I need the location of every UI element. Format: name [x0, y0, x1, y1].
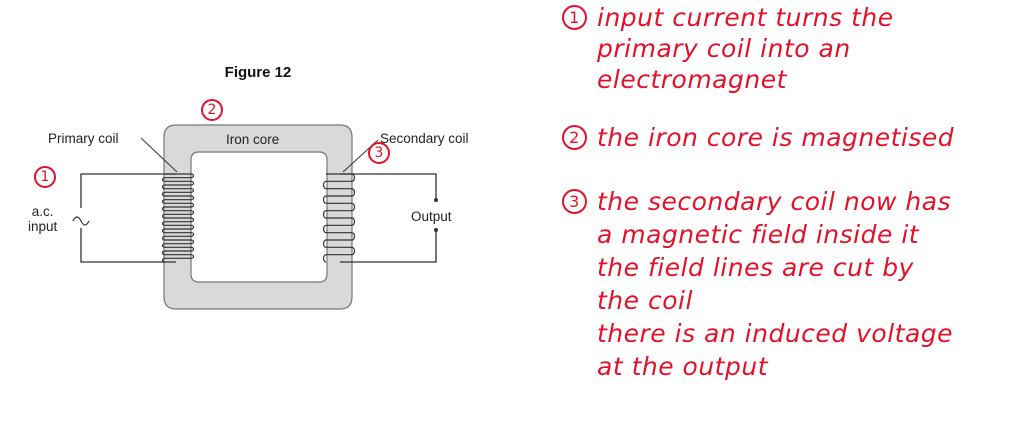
coil-turn	[161, 180, 195, 190]
primary-wire	[80, 173, 176, 263]
coil-turn	[161, 188, 195, 197]
marker-3-number: 3	[368, 142, 390, 164]
marker-1: 1	[34, 166, 56, 188]
ac-input-label-line1: a.c.	[31, 204, 54, 219]
annotation-3-line: a magnetic field inside it	[597, 220, 920, 249]
iron-core-label: Iron core	[226, 132, 280, 147]
output-label: Output	[411, 209, 452, 224]
marker-3: 3	[368, 142, 390, 164]
coil-turn	[161, 195, 195, 204]
annotation-3-line: there is an induced voltage	[597, 319, 954, 348]
coil-turn	[161, 173, 195, 182]
marker-2-number: 2	[201, 99, 223, 121]
secondary-wire	[340, 173, 437, 263]
figure-title: Figure 12	[224, 64, 292, 81]
annotation-1-number: 1	[562, 5, 587, 30]
coil-turn	[322, 217, 356, 234]
annotation-3-line: at the output	[597, 352, 769, 381]
transformer-diagram	[72, 124, 438, 310]
secondary-coil-label: Secondary coil	[380, 131, 469, 146]
coil-turn	[161, 202, 195, 212]
coil-turn	[322, 202, 356, 219]
marker-2: 2	[201, 99, 223, 121]
coil-turn	[161, 224, 195, 234]
primary-coil-leader	[140, 137, 178, 173]
primary-coil	[161, 173, 195, 263]
ac-input-label: a.c. input	[28, 204, 57, 234]
annotation-1-line: primary coil into an electromagnet	[597, 34, 851, 94]
coil-turn	[161, 217, 195, 226]
primary-coil-label: Primary coil	[48, 131, 119, 146]
coil-turn	[161, 254, 195, 263]
coil-turn	[322, 246, 356, 263]
annotation-3-number: 3	[562, 189, 587, 214]
output-terminal-top	[434, 198, 438, 202]
iron-core	[163, 124, 353, 310]
ac-source-icon	[72, 216, 90, 226]
output-terminal-bottom	[434, 228, 438, 232]
marker-1-number: 1	[34, 166, 56, 188]
coil-turn	[322, 188, 356, 204]
secondary-coil	[322, 173, 356, 263]
coil-turn	[161, 239, 195, 248]
annotation-3-line: the coil	[597, 286, 693, 315]
coil-turn	[161, 232, 195, 241]
coil-turn	[322, 232, 356, 248]
coil-turn	[161, 210, 195, 219]
coil-turn	[161, 246, 195, 256]
coil-turn	[322, 173, 356, 190]
ac-input-label-line2: input	[28, 219, 58, 234]
annotation-2-number: 2	[562, 125, 587, 150]
annotation-3-line: the field lines are cut by	[597, 253, 914, 282]
